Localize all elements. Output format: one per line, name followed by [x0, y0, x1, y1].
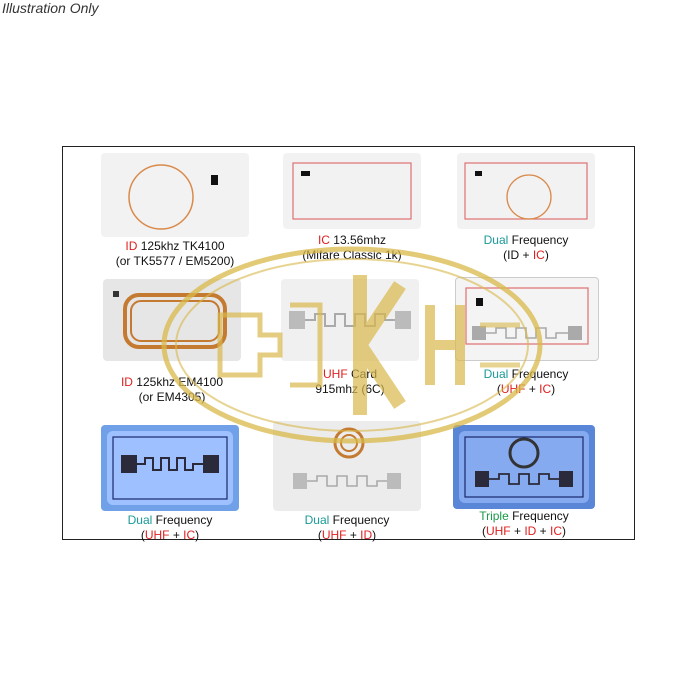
card-types-panel: ID 125khz TK4100(or TK5577 / EM5200) IC … [62, 146, 635, 542]
caption-ic-13-56mhz: IC 13.56mhz(Mifare Classic 1k) [302, 233, 402, 262]
card-id-em4100 [103, 279, 241, 361]
card-triple-uhf-id-ic [453, 425, 595, 509]
caption-triple-uhf-id-ic: Triple Frequency(UHF + ID + IC) [479, 509, 569, 538]
caption-dual-id-ic: Dual Frequency(ID + IC) [483, 233, 569, 262]
card-dual-uhf-id [273, 421, 421, 511]
caption-id-em4100: ID 125khz EM4100(or EM4305) [120, 375, 224, 404]
caption-dual-uhf-ic: Dual Frequency(UHF + IC) [483, 367, 569, 396]
card-id-125khz [101, 153, 249, 237]
caption-id-125khz: ID 125khz TK4100(or TK5577 / EM5200) [115, 239, 235, 268]
card-ic-13-56mhz [283, 153, 421, 229]
caption-dual-uhf-id: Dual Frequency(UHF + ID) [304, 513, 390, 542]
caption-dual-uhf-ic-blue: Dual Frequency(UHF + IC) [127, 513, 213, 542]
illustration-only-label: Illustration Only [2, 0, 99, 16]
card-dual-uhf-ic [455, 277, 599, 361]
card-dual-id-ic [457, 153, 595, 229]
card-uhf-915mhz [281, 279, 419, 361]
card-dual-uhf-ic-blue [101, 425, 239, 511]
